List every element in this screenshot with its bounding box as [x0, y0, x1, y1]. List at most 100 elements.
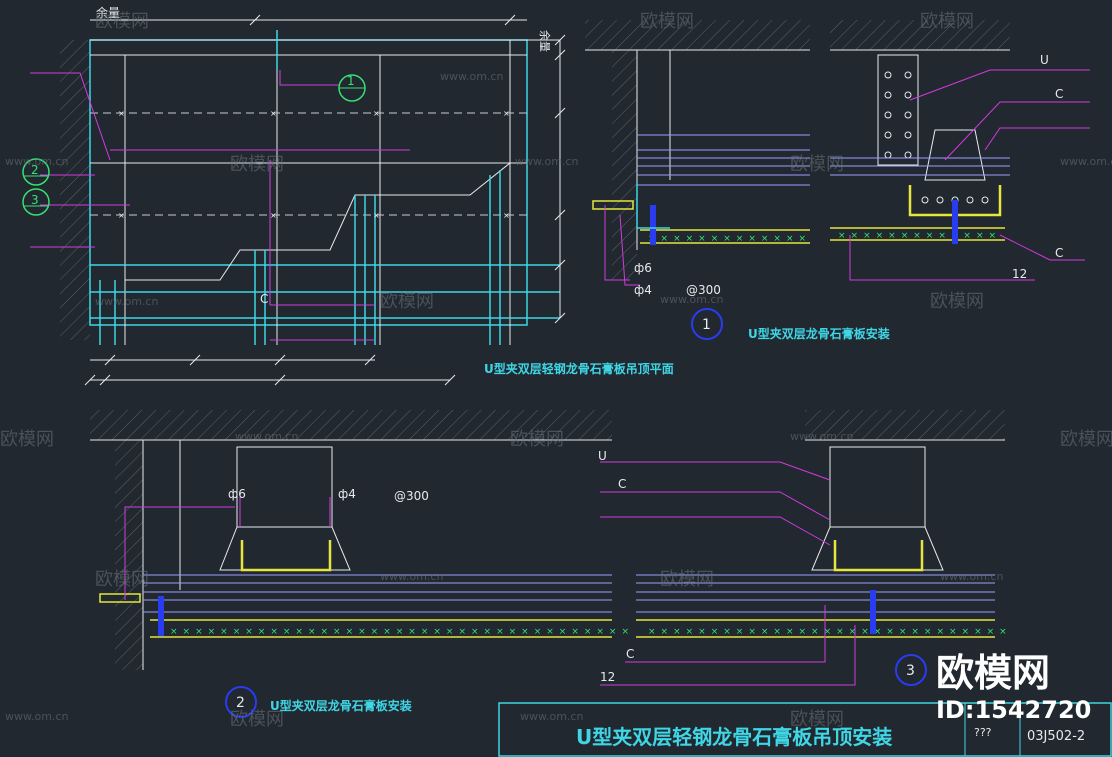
- wm-brand-8: 欧模网: [0, 429, 54, 450]
- plan-margin-label-right: 余量: [538, 30, 552, 52]
- d3-u-channel: [829, 446, 926, 528]
- d2-u-channel: [236, 446, 333, 528]
- d1-rod-4: ф4: [634, 283, 652, 297]
- plan-break-line: [125, 162, 511, 281]
- wm-brand-large: 欧模网: [936, 651, 1050, 695]
- d2-title: U型夹双层龙骨石膏板安装: [270, 698, 412, 713]
- wm-brand-12: 欧模网: [660, 569, 714, 590]
- title-block-sheet-code: ???: [974, 726, 992, 739]
- d1-board-fill: ×××××××××××××: [648, 234, 811, 244]
- wm-brand-7: 欧模网: [930, 291, 984, 312]
- d2-screw: [158, 596, 164, 636]
- d1b-leaders: [849, 69, 1090, 281]
- d1-number-circle: [691, 308, 723, 340]
- plan-margin-label: 余量: [96, 5, 120, 20]
- wm-site-11: www.om.cn: [5, 710, 68, 723]
- d1-leaders: [604, 205, 640, 286]
- d1b-ceiling-hatch: [830, 20, 1010, 50]
- d1b-label-u: U: [1040, 53, 1049, 67]
- plan-callout-2: 2: [31, 163, 39, 177]
- title-block-main: U型夹双层轻钢龙骨石膏板吊顶安装: [576, 725, 892, 749]
- detail-2: ××××××××××××××××××××××××××××××××××××× ф6…: [90, 410, 634, 718]
- detail-1: ××××××××××××× ф6 ф4 @300 1 U型夹双层龙骨石膏板安装: [585, 20, 890, 341]
- d3-clip: [811, 526, 944, 571]
- plan-callout-1: 1: [347, 74, 355, 88]
- plan-callout-3: 3: [31, 193, 39, 207]
- title-block-drawing-no: 03J502-2: [1027, 729, 1085, 744]
- d2-number: 2: [236, 695, 245, 711]
- wm-brand-11: 欧模网: [95, 569, 149, 590]
- wm-brand-13: 欧模网: [230, 709, 284, 730]
- plan-dim-ticks: [249, 14, 566, 324]
- d1b-layers: [830, 157, 1010, 176]
- d1b-screw: [952, 200, 958, 244]
- wm-brand-1: 欧模网: [95, 11, 149, 32]
- wm-site-7: www.om.cn: [235, 430, 298, 443]
- d1-ceiling-hatch: [585, 20, 810, 50]
- plan-title: U型夹双层轻钢龙骨石膏板吊顶平面: [484, 361, 674, 376]
- title-block: U型夹双层轻钢龙骨石膏板吊顶安装 ??? 03J502-2: [498, 702, 1112, 757]
- d1b-clip: [924, 129, 986, 181]
- plan-callout-2-circle: [22, 158, 50, 186]
- d1-rod-6: ф6: [634, 261, 652, 275]
- wm-brand-9: 欧模网: [510, 429, 564, 450]
- d1b-label-12: 12: [1012, 267, 1027, 281]
- svg-text:×: ×: [373, 109, 380, 118]
- plan-hanger-marks: ×××× ××××: [118, 109, 510, 220]
- d1-edge-trim: [636, 183, 670, 229]
- plan-wall-hatch: [60, 40, 90, 340]
- d2-leaders: [124, 497, 331, 600]
- d3-label-12: 12: [600, 670, 615, 684]
- d1b-label-c2: C: [1055, 246, 1063, 260]
- d1-number: 1: [702, 317, 711, 333]
- wm-site-2: www.om.cn: [5, 155, 68, 168]
- wm-brand-14: 欧模网: [790, 709, 844, 730]
- svg-text:×: ×: [270, 211, 277, 220]
- watermarks: www.om.cn 欧模网 欧模网 欧模网 www.om.cn 欧模网 www.…: [0, 11, 1112, 730]
- plan-callout-3-circle: [22, 188, 50, 216]
- svg-text:×: ×: [270, 109, 277, 118]
- plan-view: ×××× ×××× 1 2 3 余量 余量 C U型夹双层轻钢龙骨石膏板吊顶平面: [22, 5, 674, 386]
- plan-studs: [99, 30, 501, 345]
- plan-dim-bottom-ticks: [84, 354, 456, 386]
- svg-text:×: ×: [503, 211, 510, 220]
- d3-c-channel: [833, 540, 924, 572]
- d2-c-channel: [240, 540, 332, 572]
- d2-wall-hatch: [115, 440, 143, 670]
- d3-label-c-top: C: [618, 477, 626, 491]
- title-block-frame: [498, 702, 1112, 757]
- d2-spacing: @300: [394, 489, 429, 503]
- d2-anchor: [99, 593, 141, 603]
- d3-label-u: U: [598, 449, 607, 463]
- d1-screw: [650, 205, 656, 245]
- d1-layers: [637, 134, 810, 186]
- wm-id: ID:1542720: [936, 696, 1091, 724]
- d3-ceiling-hatch: [805, 410, 1005, 440]
- svg-text:×: ×: [503, 109, 510, 118]
- detail-1b: ××××××××××××× U C C 12: [830, 20, 1090, 281]
- d3-board-fill: ×××××××××××××××××××××××××××××: [648, 627, 1012, 637]
- d1b-label-c: C: [1055, 87, 1063, 101]
- d2-rod-4: ф4: [338, 487, 356, 501]
- d2-clip: [219, 526, 351, 571]
- d2-ceiling-hatch: [90, 410, 612, 440]
- d3-label-c: C: [626, 647, 634, 661]
- d1b-holes: [884, 71, 912, 159]
- svg-text:×: ×: [118, 211, 125, 220]
- d1b-u-channel: [877, 54, 919, 166]
- d3-layers: [636, 574, 995, 613]
- wm-brand-2: 欧模网: [640, 11, 694, 32]
- d3-number: 3: [906, 663, 915, 679]
- d2-board-fill: ×××××××××××××××××××××××××××××××××××××: [170, 627, 634, 637]
- detail-3: ××××××××××××××××××××××××××××× U C C 12 3: [598, 410, 1012, 686]
- d3-number-circle: [895, 654, 927, 686]
- d2-layers: [143, 574, 612, 613]
- svg-text:×: ×: [118, 109, 125, 118]
- wm-site-8: www.om.cn: [790, 430, 853, 443]
- d3-screw: [870, 590, 876, 634]
- wm-site-10: www.om.cn: [940, 570, 1003, 583]
- d1-wall-hatch: [612, 50, 637, 280]
- wm-site-3: www.om.cn: [515, 155, 578, 168]
- wm-brand-4: 欧模网: [230, 154, 284, 175]
